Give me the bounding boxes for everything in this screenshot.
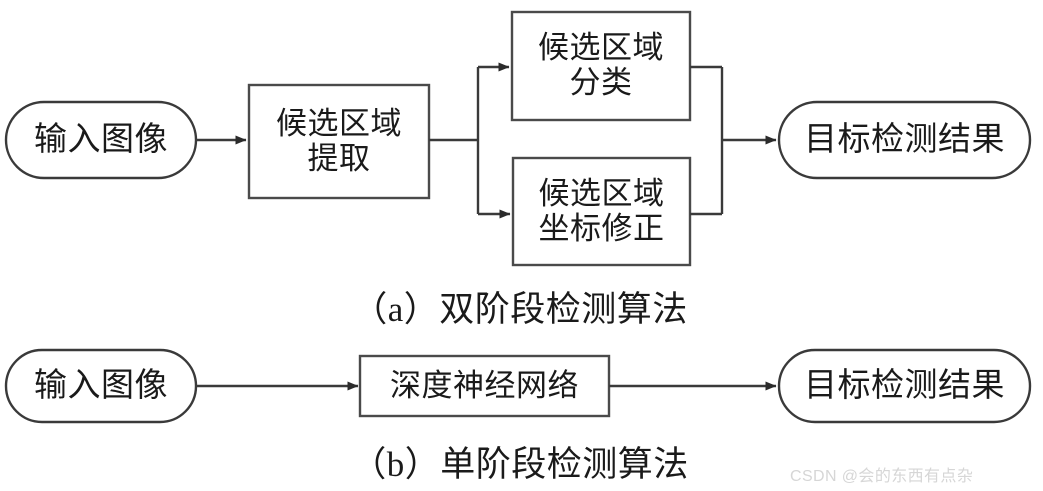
node-b-network[interactable] — [360, 356, 609, 416]
node-a-output[interactable] — [779, 102, 1030, 178]
node-b-output[interactable] — [779, 350, 1030, 422]
node-b-input[interactable] — [6, 350, 196, 422]
node-b-output-shape — [777, 348, 1032, 424]
node-a-input-shape — [4, 100, 198, 180]
node-b-network-shape — [358, 354, 611, 418]
node-a-proposal[interactable] — [249, 85, 429, 198]
caption-b: （b）单阶段检测算法 — [351, 445, 689, 484]
caption-a: （a）双阶段检测算法 — [352, 290, 688, 329]
csdn-watermark: CSDN @会的东西有点杂 — [790, 468, 974, 485]
node-a-regress-shape — [511, 156, 692, 267]
node-a-proposal-shape — [247, 83, 431, 200]
node-b-input-shape — [4, 348, 198, 424]
node-a-input[interactable] — [6, 102, 196, 178]
node-a-regress[interactable] — [513, 158, 690, 265]
node-a-output-shape — [777, 100, 1032, 180]
node-a-classify-shape — [510, 10, 692, 122]
node-a-classify[interactable] — [512, 12, 690, 120]
